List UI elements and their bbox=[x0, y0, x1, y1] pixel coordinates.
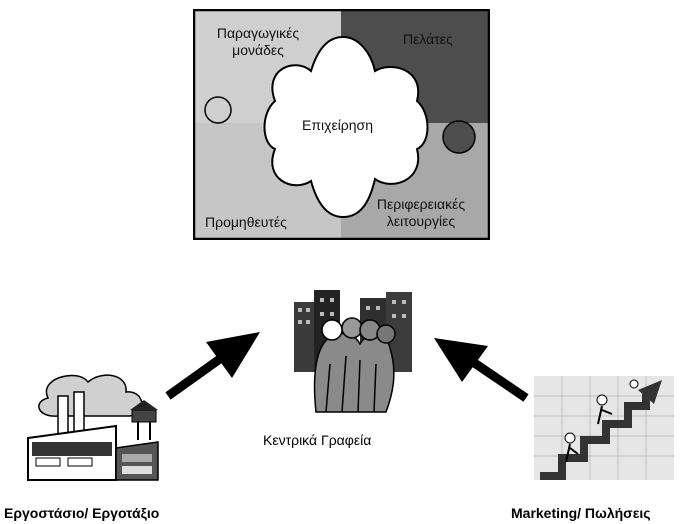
label-suppliers: Προμηθευτές bbox=[205, 214, 287, 230]
label-production-units: Παραγωγικές μονάδες bbox=[216, 25, 300, 58]
arrow-icon bbox=[432, 334, 532, 404]
caption-headquarters: Κεντρικά Γραφεία bbox=[263, 432, 372, 448]
caption-marketing: Marketing/ Πωλήσεις bbox=[511, 505, 651, 521]
business-puzzle-diagram: Παραγωγικές μονάδες Πελάτες Επιχείρηση Π… bbox=[192, 8, 491, 241]
marketing-growth-icon bbox=[534, 376, 674, 480]
headquarters-icon bbox=[286, 284, 416, 414]
label-support-functions: Περιφερειακές λειτουργίες bbox=[376, 196, 466, 229]
label-business: Επιχείρηση bbox=[302, 117, 373, 133]
caption-factory: Εργοστάσιο/ Εργοτάξιο bbox=[4, 505, 160, 521]
puzzle-graphic bbox=[192, 8, 491, 241]
factory-icon bbox=[18, 368, 168, 488]
puzzle-piece-business bbox=[263, 35, 429, 219]
arrow-icon bbox=[162, 326, 262, 401]
label-customers: Πελάτες bbox=[403, 31, 453, 47]
